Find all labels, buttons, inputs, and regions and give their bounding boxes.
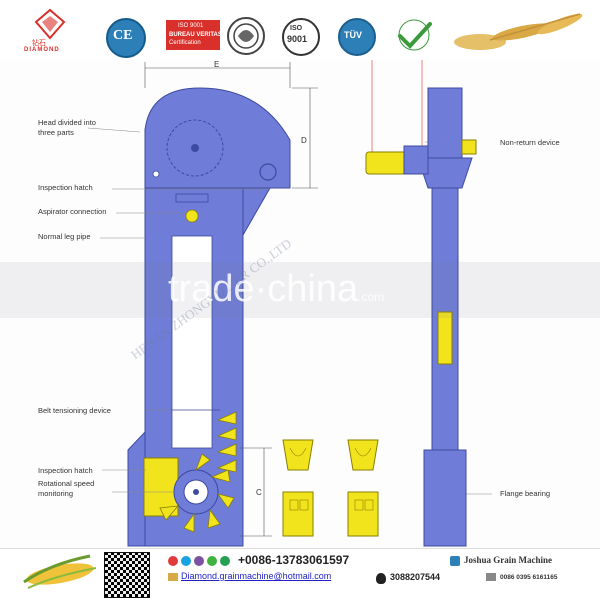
check-icon <box>398 19 432 51</box>
leg-pipe-window <box>171 235 213 449</box>
head-pulley-hub <box>191 144 199 152</box>
label-rotational-speed: Rotational speed <box>38 479 95 488</box>
bucket-section-2 <box>347 439 379 471</box>
leader-lines <box>87 127 492 495</box>
label-head-2: three parts <box>38 128 74 137</box>
bucket-section-4 <box>347 491 379 537</box>
bv-line1: ISO 9001 <box>178 23 204 29</box>
ce-mark: CE <box>113 28 133 43</box>
footer-company: Joshua Grain Machine <box>464 555 553 565</box>
bv-line3: Certification <box>169 40 201 46</box>
label-rotational-speed-2: monitoring <box>38 489 74 498</box>
iso-number: 9001 <box>287 34 308 44</box>
qq-icon <box>376 573 386 584</box>
label-belt-tensioning: Belt tensioning device <box>38 406 111 415</box>
side-view-window <box>437 311 453 365</box>
watermark-trade: trade <box>168 268 255 310</box>
non-return-device <box>461 139 477 155</box>
bucket-section-1 <box>282 439 314 471</box>
weibo-icon <box>168 556 178 566</box>
ce-certification-badge <box>106 18 146 58</box>
label-flange-bearing: Flange bearing <box>500 489 551 498</box>
side-view-boot <box>423 449 467 547</box>
label-aspirator: Aspirator connection <box>38 207 107 216</box>
label-head: Head divided into <box>38 118 96 127</box>
brand-name: DIAMOND <box>24 47 60 53</box>
side-view-head <box>427 87 463 159</box>
footer-qq: 3088207544 <box>390 572 441 582</box>
watermark-suffix: .com <box>358 290 385 304</box>
small-square-icon <box>152 170 160 178</box>
wechat-icon <box>207 556 217 566</box>
watermark-china: china <box>267 268 359 310</box>
diamond-logo-icon <box>34 8 66 40</box>
footer-email[interactable]: Diamond.grainmachine@hotmail.com <box>181 571 332 581</box>
label-non-return: Non-return device <box>500 138 560 147</box>
label-leg-pipe: Normal leg pipe <box>38 232 91 241</box>
belt-buckets <box>216 411 237 473</box>
drive-motor <box>365 151 407 175</box>
skype-icon <box>181 556 191 566</box>
head-inspection-port <box>259 163 277 181</box>
aspirator-connection <box>185 209 199 223</box>
dimension-c: C <box>256 488 262 497</box>
viber-icon <box>194 556 204 566</box>
phone-badge-icon <box>450 556 460 566</box>
wheat-icon <box>454 13 583 50</box>
bucket-elevator-diagram <box>87 60 492 547</box>
bureau-veritas-badge <box>166 20 220 50</box>
footer-bar <box>0 548 600 601</box>
label-inspection-hatch-bottom: Inspection hatch <box>38 466 93 475</box>
gear-reducer <box>403 145 429 175</box>
header-strip: 钻石 DIAMOND CE ISO 9001 BUREAU VERITAS Ce… <box>0 0 600 60</box>
head-pulley <box>166 119 224 177</box>
dimension-e: E <box>214 60 220 69</box>
watermark-dot: · <box>254 268 268 310</box>
elevator-boot <box>127 430 146 547</box>
watermark-tradechina: trade·china.com <box>168 268 384 311</box>
bucket-cross-sections <box>282 439 379 537</box>
label-inspection-hatch-top: Inspection hatch <box>38 183 93 192</box>
footer-phone: +0086-13783061597 <box>238 553 350 567</box>
iso-mark: ISO <box>290 25 303 32</box>
side-view-transition <box>417 157 473 189</box>
tuv-mark: TÜV <box>344 30 362 40</box>
tuv-badge <box>338 18 376 56</box>
dimension-d: D <box>301 136 307 145</box>
bv-line2: BUREAU VERITAS <box>169 32 222 38</box>
inspection-hatch-top <box>175 193 209 203</box>
footer-fax: 0086 0395 6161165 <box>500 574 558 581</box>
brand-chinese: 钻石 <box>32 40 46 47</box>
mail-icon <box>168 573 178 581</box>
elevator-head <box>144 87 291 189</box>
seal-icon <box>227 17 265 55</box>
fax-icon <box>486 573 496 581</box>
whatsapp-icon <box>220 556 230 566</box>
corn-icon <box>23 554 97 589</box>
discharge-chute <box>242 187 271 237</box>
watermark-band <box>0 262 600 318</box>
qr-code-icon <box>104 552 150 598</box>
iso-badge <box>282 18 320 56</box>
bucket-section-3 <box>282 491 314 537</box>
